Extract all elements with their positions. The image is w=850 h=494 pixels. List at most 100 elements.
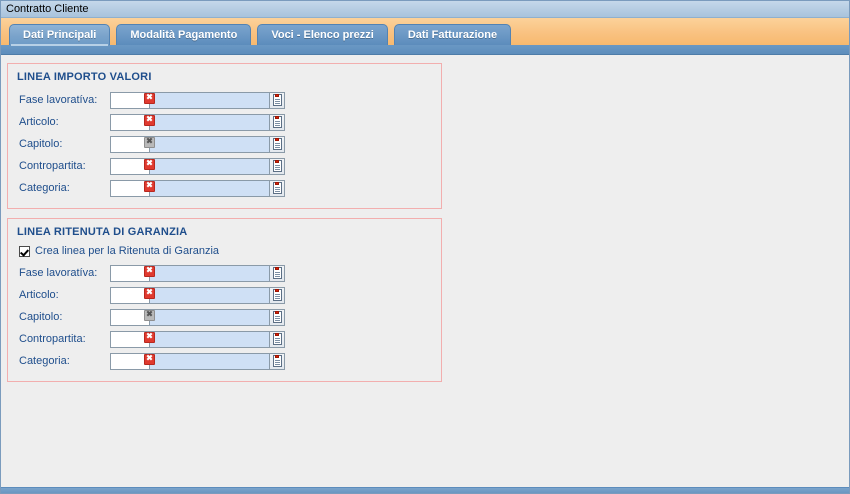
clipboard-list-icon[interactable] — [270, 92, 284, 108]
clipboard-line — [274, 294, 280, 295]
tab-underline-rail — [1, 45, 849, 55]
clipboard-glyph — [272, 289, 282, 301]
required-field-icon: ✖ — [144, 331, 155, 343]
clipboard-list-icon[interactable] — [270, 136, 284, 152]
lookup-field[interactable]: ✖ — [110, 352, 285, 370]
clipboard-clip — [275, 138, 279, 141]
lookup-field[interactable]: ✖ — [110, 135, 285, 153]
tab-dati-principali[interactable]: Dati Principali — [9, 24, 111, 46]
clipboard-glyph — [272, 311, 282, 323]
lookup-field[interactable]: ✖ — [110, 179, 285, 197]
clipboard-list-icon[interactable] — [270, 287, 284, 303]
clipboard-line — [274, 191, 280, 192]
lookup-field[interactable]: ✖ — [110, 330, 285, 348]
required-field-icon: ✖ — [144, 92, 155, 104]
field-code-input[interactable]: ✖ — [111, 353, 155, 369]
clipboard-clip — [275, 267, 279, 270]
group-panel-title: LINEA RITENUTA DI GARANZIA — [17, 226, 188, 238]
tab-voci-elenco-prezzi[interactable]: Voci - Elenco prezzi — [257, 24, 388, 45]
field-description-input[interactable] — [150, 309, 270, 325]
tab-dati-fatturazione[interactable]: Dati Fatturazione — [393, 24, 512, 45]
field-description-input[interactable] — [150, 158, 270, 174]
clipboard-clip — [275, 160, 279, 163]
field-label: Contropartita: — [19, 160, 86, 172]
clipboard-line — [274, 318, 280, 319]
clipboard-list-icon[interactable] — [270, 309, 284, 325]
clipboard-clip — [275, 116, 279, 119]
clipboard-clip — [275, 333, 279, 336]
clipboard-clip — [275, 311, 279, 314]
clipboard-line — [274, 274, 280, 275]
form-field-row: Contropartita: ✖ — [17, 328, 432, 350]
field-code-input[interactable]: ✖ — [111, 180, 155, 196]
clipboard-line — [274, 167, 280, 168]
form-field-row: Categoria:✖ — [17, 350, 432, 372]
clipboard-list-icon[interactable] — [270, 331, 284, 347]
create-guarantee-line-checkbox-row[interactable]: Crea linea per la Ritenuta di Garanzia — [19, 244, 432, 258]
clipboard-line — [274, 340, 280, 341]
form-field-row: Articolo:✖ — [17, 284, 432, 306]
tab-modalit-pagamento[interactable]: Modalità Pagamento — [116, 24, 252, 45]
badge-glyph: ✖ — [146, 331, 153, 341]
field-label: Categoria: — [19, 182, 70, 194]
lookup-field[interactable]: ✖ — [110, 113, 285, 131]
field-code-input[interactable]: ✖ — [111, 158, 155, 174]
form-field-row: Fase lavoratíva:✖ — [17, 89, 432, 111]
form-field-row: Capitolo:✖ — [17, 306, 432, 328]
field-description-input[interactable] — [150, 353, 270, 369]
clipboard-clip — [275, 182, 279, 185]
clipboard-glyph — [272, 116, 282, 128]
clipboard-line — [274, 364, 280, 365]
field-description-input[interactable] — [150, 136, 270, 152]
clipboard-list-icon[interactable] — [270, 158, 284, 174]
clipboard-line — [274, 143, 280, 144]
field-code-input[interactable]: ✖ — [111, 287, 155, 303]
clipboard-line — [274, 145, 280, 146]
clipboard-glyph — [272, 355, 282, 367]
field-description-input[interactable] — [150, 331, 270, 347]
clipboard-line — [274, 296, 280, 297]
group-panel: LINEA RITENUTA DI GARANZIA Crea linea per… — [7, 218, 442, 382]
lookup-field[interactable]: ✖ — [110, 157, 285, 175]
checkbox-check-icon[interactable] — [19, 245, 30, 257]
clipboard-line — [274, 121, 280, 122]
status-bar — [1, 487, 849, 493]
field-description-input[interactable] — [150, 114, 270, 130]
lookup-field[interactable]: ✖ — [110, 308, 285, 326]
clipboard-list-icon[interactable] — [270, 353, 284, 369]
required-field-icon: ✖ — [144, 265, 155, 277]
lookup-field[interactable]: ✖ — [110, 264, 285, 282]
field-description-input[interactable] — [150, 265, 270, 281]
required-field-icon: ✖ — [144, 158, 155, 170]
clipboard-line — [274, 147, 280, 148]
field-code-input[interactable]: ✖ — [111, 114, 155, 130]
badge-glyph: ✖ — [146, 287, 153, 297]
badge-glyph: ✖ — [146, 114, 153, 124]
clipboard-list-icon[interactable] — [270, 114, 284, 130]
lookup-field[interactable]: ✖ — [110, 286, 285, 304]
clipboard-line — [274, 101, 280, 102]
field-code-input[interactable]: ✖ — [111, 331, 155, 347]
clipboard-list-icon[interactable] — [270, 180, 284, 196]
clipboard-line — [274, 123, 280, 124]
field-description-input[interactable] — [150, 180, 270, 196]
field-label: Contropartita: — [19, 333, 86, 345]
field-code-input[interactable]: ✖ — [111, 265, 155, 281]
field-label: Articolo: — [19, 116, 59, 128]
clipboard-list-icon[interactable] — [270, 265, 284, 281]
badge-glyph: ✖ — [146, 92, 153, 102]
field-code-input[interactable]: ✖ — [111, 136, 155, 152]
clipboard-line — [274, 169, 280, 170]
lookup-field[interactable]: ✖ — [110, 91, 285, 109]
form-field-row: Categoria: ✖ — [17, 177, 432, 199]
field-code-input[interactable]: ✖ — [111, 92, 155, 108]
clipboard-line — [274, 316, 280, 317]
clipboard-line — [274, 125, 280, 126]
field-description-input[interactable] — [150, 92, 270, 108]
field-code-input[interactable]: ✖ — [111, 309, 155, 325]
field-description-input[interactable] — [150, 287, 270, 303]
required-field-icon: ✖ — [144, 180, 155, 192]
